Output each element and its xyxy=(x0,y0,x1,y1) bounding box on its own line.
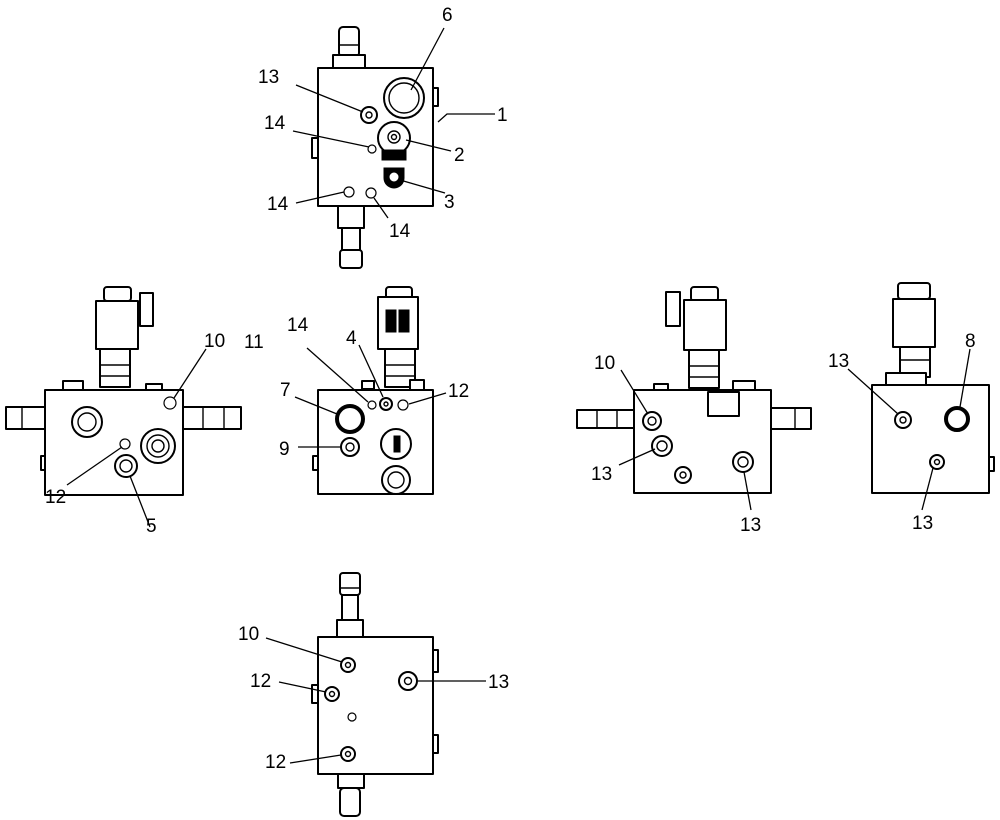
callout-10-left: 10 xyxy=(204,331,225,352)
valve-view-left xyxy=(5,286,242,496)
callout-7: 7 xyxy=(280,380,291,401)
valve-view-right-mid xyxy=(576,286,812,494)
callout-13-bottom: 13 xyxy=(488,672,509,693)
callout-13-right-mid-b: 13 xyxy=(740,515,761,536)
callout-13-right-a: 13 xyxy=(828,351,849,372)
callout-labels: 1 2 3 6 13 14 14 14 10 12 5 11 14 4 12 7… xyxy=(45,5,976,773)
callout-10-bottom: 10 xyxy=(238,624,259,645)
valve-view-center xyxy=(312,286,434,495)
callout-4: 4 xyxy=(346,328,357,349)
callout-5: 5 xyxy=(146,516,157,537)
callout-14-top-a: 14 xyxy=(264,113,286,134)
callout-6: 6 xyxy=(442,5,453,26)
callout-10-right-mid: 10 xyxy=(594,353,615,374)
valve-view-top xyxy=(311,26,439,269)
callout-13-top: 13 xyxy=(258,67,279,88)
leader-lines xyxy=(66,27,971,764)
callout-9: 9 xyxy=(279,439,290,460)
valve-view-bottom xyxy=(311,572,439,817)
callout-12-left: 12 xyxy=(45,487,66,508)
callout-11: 11 xyxy=(244,332,264,353)
callout-1: 1 xyxy=(497,105,508,126)
callout-8: 8 xyxy=(965,331,976,352)
callout-14-center: 14 xyxy=(287,315,309,336)
callout-12-center: 12 xyxy=(448,381,469,402)
callout-13-right-mid-a: 13 xyxy=(591,464,612,485)
callout-14-top-c: 14 xyxy=(389,221,411,242)
callout-2: 2 xyxy=(454,145,465,166)
callout-12-bottom-b: 12 xyxy=(265,752,286,773)
valve-view-right xyxy=(871,282,995,494)
callout-14-top-b: 14 xyxy=(267,194,289,215)
callout-3: 3 xyxy=(444,192,455,213)
callout-12-bottom-a: 12 xyxy=(250,671,271,692)
callout-13-right-b: 13 xyxy=(912,513,933,534)
